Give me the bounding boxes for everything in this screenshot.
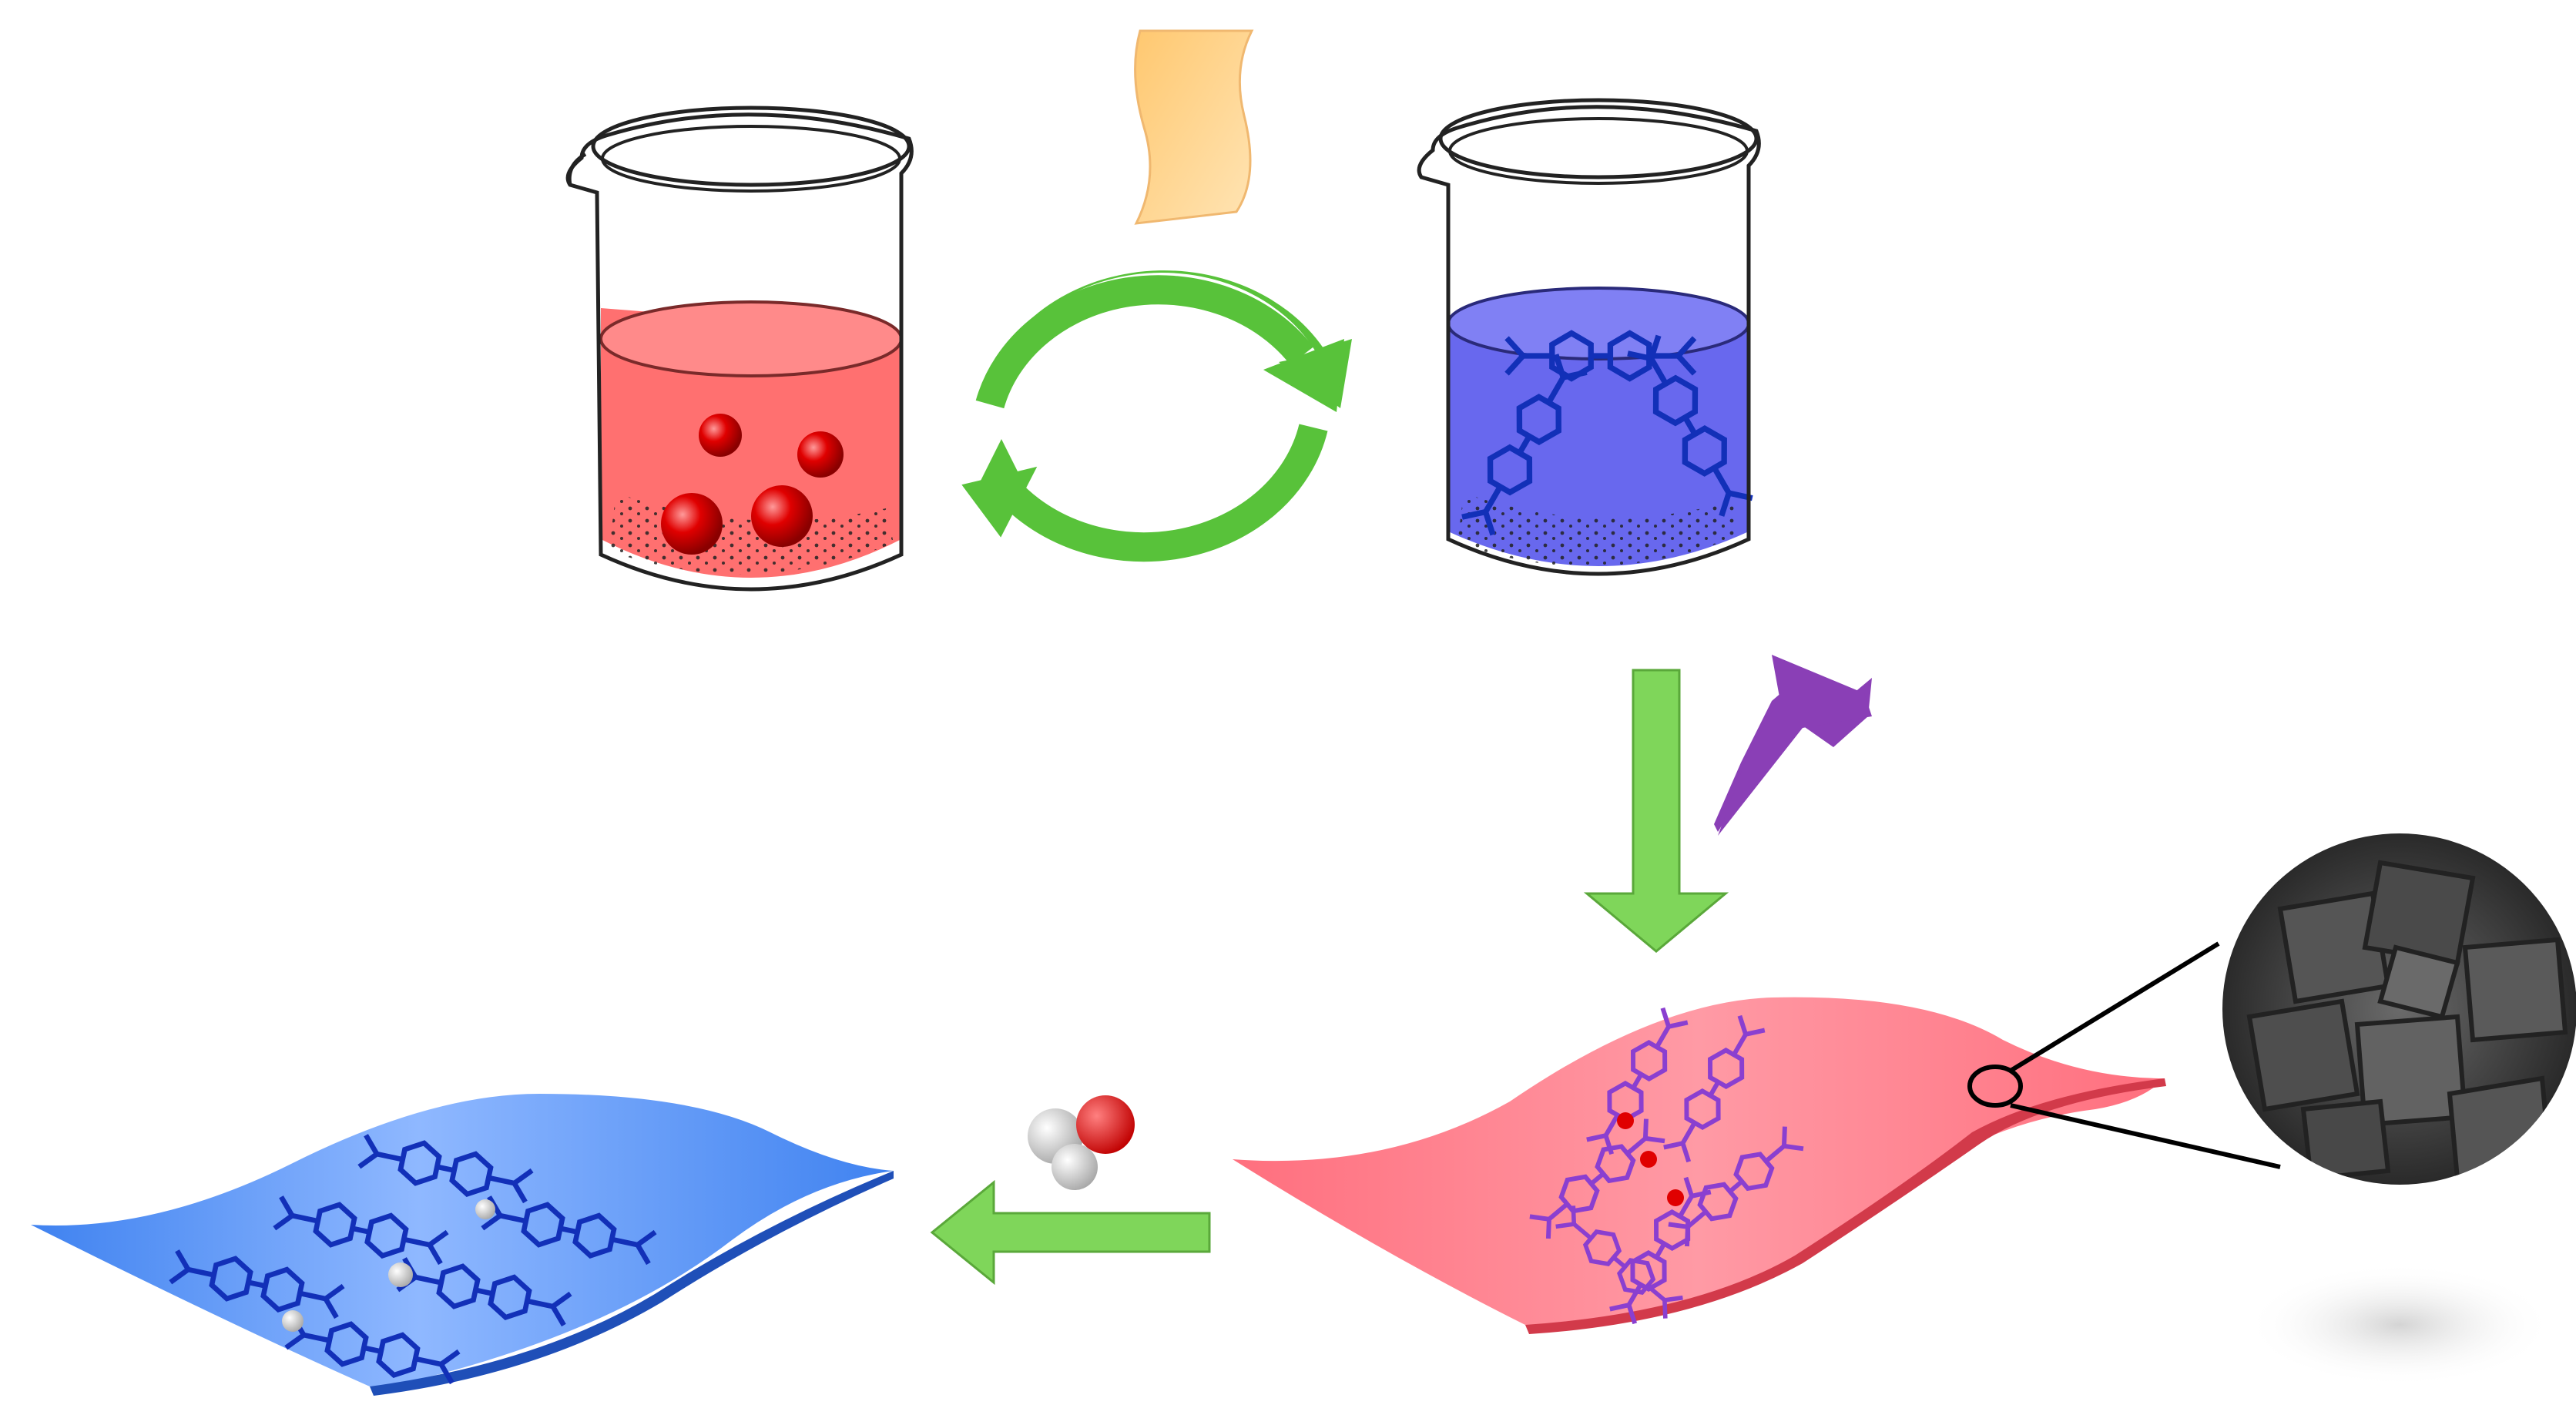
light-source-icon [1134, 29, 1254, 225]
sem-inset-icon [2222, 833, 2576, 1386]
water-molecule-icon [1028, 1095, 1135, 1190]
lightning-bolt-icon [1714, 655, 1872, 836]
pink-film-icon [1233, 941, 2281, 1334]
beaker-blue-icon [1417, 98, 1761, 576]
blue-film-icon [31, 1094, 894, 1396]
beaker-red-icon [565, 106, 914, 592]
down-arrow-icon [1583, 669, 1729, 953]
cycle-arrows-icon [961, 270, 1352, 562]
left-arrow-icon [930, 1179, 1211, 1286]
